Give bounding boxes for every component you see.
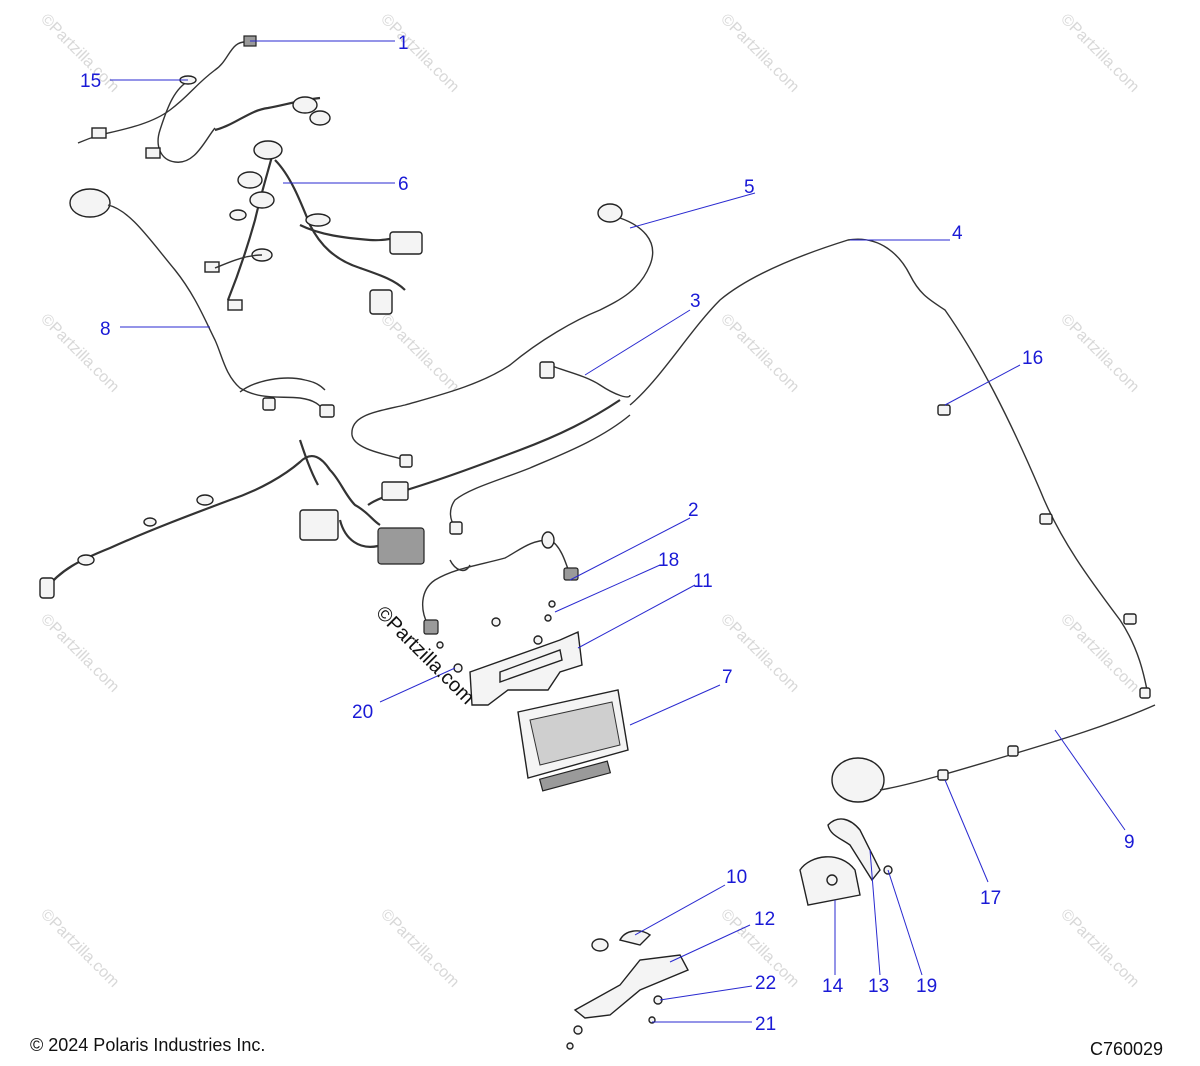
callout-2[interactable]: 2 <box>688 500 699 521</box>
watermark: ©Partzilla.com <box>37 611 122 696</box>
bracket-part-11 <box>469 630 583 706</box>
watermark: ©Partzilla.com <box>1057 11 1142 96</box>
watermark: ©Partzilla.com <box>717 11 802 96</box>
copyright-text: © 2024 Polaris Industries Inc. <box>30 1035 265 1055</box>
diagram-code: C760029 <box>1090 1039 1163 1059</box>
harness-part-3-4-5 <box>351 203 1151 699</box>
callout-numbers: 1 2 3 4 5 6 7 8 9 10 11 12 13 14 15 16 1… <box>80 33 1135 1035</box>
callout-14[interactable]: 14 <box>822 976 844 997</box>
watermark: ©Partzilla.com <box>37 906 122 991</box>
leader-lines <box>110 40 1126 1023</box>
watermark: ©Partzilla.com <box>377 311 462 396</box>
callout-16[interactable]: 16 <box>1022 348 1043 369</box>
display-unit-part-7 <box>517 689 629 792</box>
harness-part-2 <box>422 531 579 635</box>
watermark: ©Partzilla.com <box>1057 311 1142 396</box>
callout-17[interactable]: 17 <box>980 888 1001 909</box>
callout-18[interactable]: 18 <box>658 550 679 571</box>
callout-3[interactable]: 3 <box>690 291 701 312</box>
hardware-18-20 <box>436 600 556 673</box>
callout-19[interactable]: 19 <box>916 976 937 997</box>
callout-8[interactable]: 8 <box>100 319 111 340</box>
horn-bracket-parts-13-14-19 <box>799 818 893 906</box>
callout-15[interactable]: 15 <box>80 71 101 92</box>
callout-4[interactable]: 4 <box>952 223 963 244</box>
callout-10[interactable]: 10 <box>726 867 747 888</box>
callout-20[interactable]: 20 <box>352 702 373 723</box>
watermark: ©Partzilla.com <box>377 11 462 96</box>
watermark: ©Partzilla.com <box>377 906 462 991</box>
callout-9[interactable]: 9 <box>1124 832 1135 853</box>
bracket-parts-10-12-21-22 <box>566 930 689 1050</box>
callout-12[interactable]: 12 <box>754 909 775 930</box>
cable-part-9 <box>831 704 1156 803</box>
harness-part-6 <box>204 96 423 315</box>
callout-5[interactable]: 5 <box>744 177 755 198</box>
main-harness-lower <box>39 439 425 599</box>
callout-22[interactable]: 22 <box>755 973 776 994</box>
watermark: ©Partzilla.com <box>717 311 802 396</box>
harness-part-1-15 <box>77 35 257 163</box>
callout-11[interactable]: 11 <box>693 571 713 592</box>
callout-7[interactable]: 7 <box>722 667 733 688</box>
callout-21[interactable]: 21 <box>755 1014 776 1035</box>
harness-part-8 <box>69 188 335 418</box>
callout-13[interactable]: 13 <box>868 976 889 997</box>
callout-1[interactable]: 1 <box>398 33 409 54</box>
callout-6[interactable]: 6 <box>398 174 409 195</box>
watermark: ©Partzilla.com <box>1057 906 1142 991</box>
